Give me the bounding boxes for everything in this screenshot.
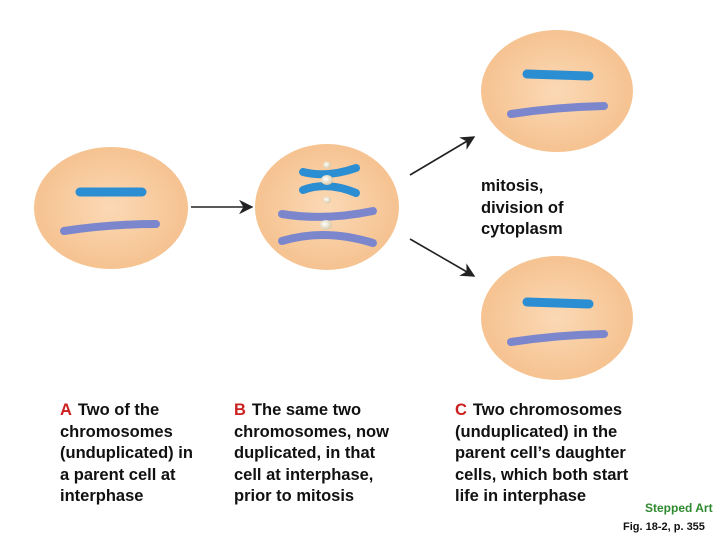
caption-a: A Two of the chromosomes (unduplicated) i… [60, 400, 220, 508]
chromosome-blue [522, 297, 594, 309]
caption-line: chromosomes [60, 422, 173, 441]
mitosis-label-line: mitosis, [481, 177, 544, 195]
chromosome-lavender [507, 102, 608, 118]
chromosome-lavender [60, 220, 160, 235]
parent-cell-a [34, 147, 188, 269]
mitosis-label-line: cytoplasm [481, 220, 563, 238]
caption-letter-b: B [234, 401, 246, 419]
duplicated-chromosome-blue [299, 164, 360, 197]
caption-line: (unduplicated) in the [455, 422, 618, 441]
caption-line: duplicated, in that [234, 444, 376, 462]
daughter-cell-bottom [481, 256, 633, 380]
caption-letter-c: C [455, 401, 467, 419]
caption-line: Two chromosomes [472, 401, 623, 419]
parent-cell-b [255, 144, 399, 270]
caption-c: C Two chromosomes (unduplicated) in the p… [455, 400, 655, 508]
caption-line: a parent cell at [60, 465, 176, 484]
centromere-lavender [320, 220, 332, 230]
caption-line: cells, which both start [455, 465, 629, 484]
caption-letter-a: A [60, 401, 72, 419]
caption-line: prior to mitosis [234, 487, 355, 505]
caption-line: Two of the [77, 401, 160, 419]
figure-reference: Fig. 18-2, p. 355 [623, 521, 705, 533]
stepped-art-label: Stepped Art [645, 501, 713, 515]
caption-line: cell at interphase, [234, 465, 374, 484]
duplicated-chromosome-lavender [278, 207, 377, 247]
caption-line: interphase [60, 487, 144, 505]
centromere-mid [323, 196, 331, 204]
caption-line: chromosomes, now [234, 422, 389, 441]
centromere-top-blue [323, 161, 331, 169]
up-right-arrow-icon [409, 136, 476, 176]
centromere-blue [321, 175, 333, 185]
caption-line: (unduplicated) in [60, 444, 193, 462]
chromosome-blue [522, 69, 594, 81]
caption-line: parent cell’s daughter [455, 444, 626, 462]
mitosis-label-line: division of [481, 198, 564, 217]
caption-line: The same two [251, 401, 362, 419]
caption-line: life in interphase [455, 487, 587, 505]
mitosis-label: mitosis, division of cytoplasm [481, 176, 601, 241]
down-right-arrow-icon [409, 238, 476, 277]
caption-b: B The same two chromosomes, now duplicate… [234, 400, 419, 508]
daughter-cell-top [481, 30, 633, 152]
chromosome-lavender [507, 330, 608, 346]
